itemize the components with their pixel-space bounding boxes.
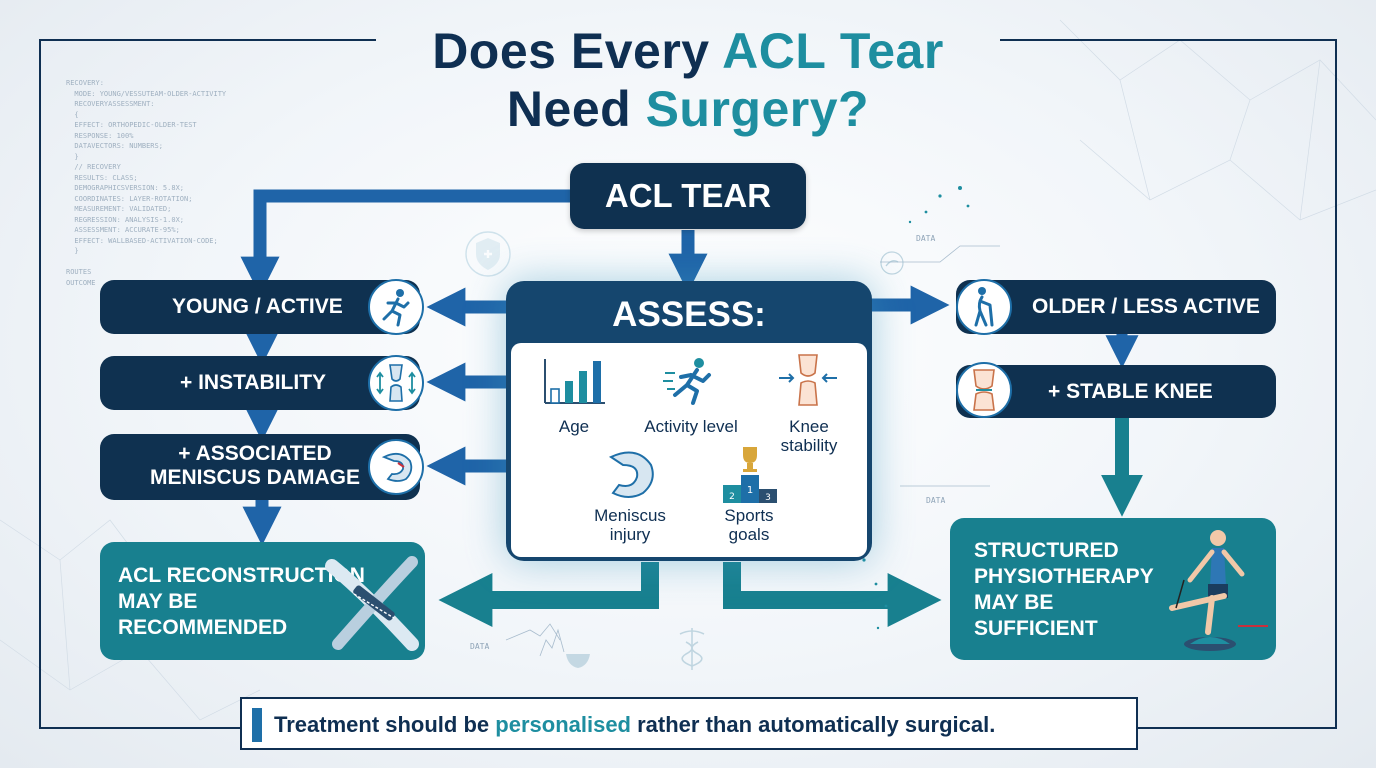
instability-label: + INSTABILITY	[180, 371, 327, 394]
svg-text:2: 2	[729, 492, 735, 502]
footer-text-before: Treatment should be	[274, 712, 490, 737]
knee-joint-icon	[779, 354, 837, 406]
acl-tear-box: ACL TEAR	[570, 163, 806, 229]
runner-icon	[368, 279, 424, 335]
data-tag-lower: DATA	[470, 642, 490, 651]
meniscus-icon	[368, 439, 424, 495]
title-part-1: Does Every	[432, 23, 710, 79]
factor-knee-stability: Knee stability	[780, 417, 838, 455]
data-tag-upper: DATA	[916, 234, 936, 243]
knee-badge-icon	[880, 251, 904, 275]
young-active-box: YOUNG / ACTIVE	[100, 280, 420, 334]
title-part-4: Surgery?	[645, 81, 870, 137]
meniscus-icon	[608, 451, 654, 498]
arrow-assess-to-physio	[723, 562, 942, 627]
factor-activity-level: Activity level	[644, 417, 738, 436]
physiotherapy-label: STRUCTURED PHYSIOTHERAPY MAY BE SUFFICIE…	[974, 539, 1154, 640]
stable-knee-box: + STABLE KNEE	[956, 365, 1276, 418]
factor-age: Age	[558, 417, 590, 436]
older-less-active-label: OLDER / LESS ACTIVE	[1032, 295, 1260, 318]
factor-sports-goals: Sports goals	[724, 506, 774, 544]
reconstruction-box: ACL RECONSTRUCTION MAY BE RECOMMENDED	[100, 542, 425, 660]
caduceus-icon	[679, 628, 705, 670]
footer-box: Treatment should be personalised rather …	[240, 697, 1138, 750]
bar-chart-icon	[544, 359, 605, 404]
graft-ligament-icon	[325, 556, 419, 651]
title-part-3: Need	[506, 81, 632, 137]
stable-knee-label: + STABLE KNEE	[1048, 380, 1213, 403]
physiotherapy-box: STRUCTURED PHYSIOTHERAPY MAY BE SUFFICIE…	[950, 518, 1276, 660]
shield-plus-icon	[465, 231, 511, 277]
frame-border	[39, 39, 1337, 729]
footer-text-highlight: personalised	[495, 712, 631, 737]
instability-box: + INSTABILITY	[100, 356, 420, 410]
physiotherapy-exercise-icon	[1169, 530, 1268, 651]
meniscus-damage-label: + ASSOCIATED MENISCUS DAMAGE	[149, 442, 360, 489]
knee-instability-icon	[368, 355, 424, 411]
elderly-walker-icon	[956, 279, 1012, 335]
factor-meniscus-injury: Meniscus injury	[594, 506, 666, 544]
assess-factors-panel: Age Activity level Knee stability Menisc…	[511, 343, 867, 557]
young-active-label: YOUNG / ACTIVE	[172, 295, 343, 318]
footer-accent-bar	[252, 708, 262, 742]
arrow-assess-to-reconstruction	[438, 562, 659, 627]
runner-icon	[663, 358, 711, 405]
data-tag-right: DATA	[926, 496, 946, 505]
svg-text:1: 1	[747, 485, 753, 496]
assess-heading: ASSESS:	[612, 295, 766, 334]
podium-trophy-icon: 1 2 3	[723, 447, 777, 503]
acl-tear-label: ACL TEAR	[604, 177, 772, 214]
title-line-2: Need Surgery?	[0, 80, 1376, 138]
decorative-data-lines	[505, 245, 1000, 657]
assess-panel: ASSESS: Age Activity level	[506, 281, 872, 561]
stable-knee-icon	[956, 362, 1012, 418]
title-line-1: Does Every ACL Tear	[0, 22, 1376, 80]
bowl-icon	[566, 654, 590, 668]
background-code-text: RECOVERY: MODE: YOUNG/VESSUTEAM-OLDER-AC…	[66, 79, 227, 287]
footer-message: Treatment should be personalised rather …	[274, 712, 995, 738]
footer-text-after: rather than automatically surgical.	[637, 712, 996, 737]
meniscus-damage-box: + ASSOCIATED MENISCUS DAMAGE	[100, 434, 420, 500]
title-part-2: ACL Tear	[722, 23, 944, 79]
reconstruction-label: ACL RECONSTRUCTION MAY BE RECOMMENDED	[118, 564, 365, 639]
decorative-dots	[862, 186, 970, 630]
svg-text:3: 3	[765, 493, 771, 503]
arrow-tear-to-young	[240, 189, 570, 296]
